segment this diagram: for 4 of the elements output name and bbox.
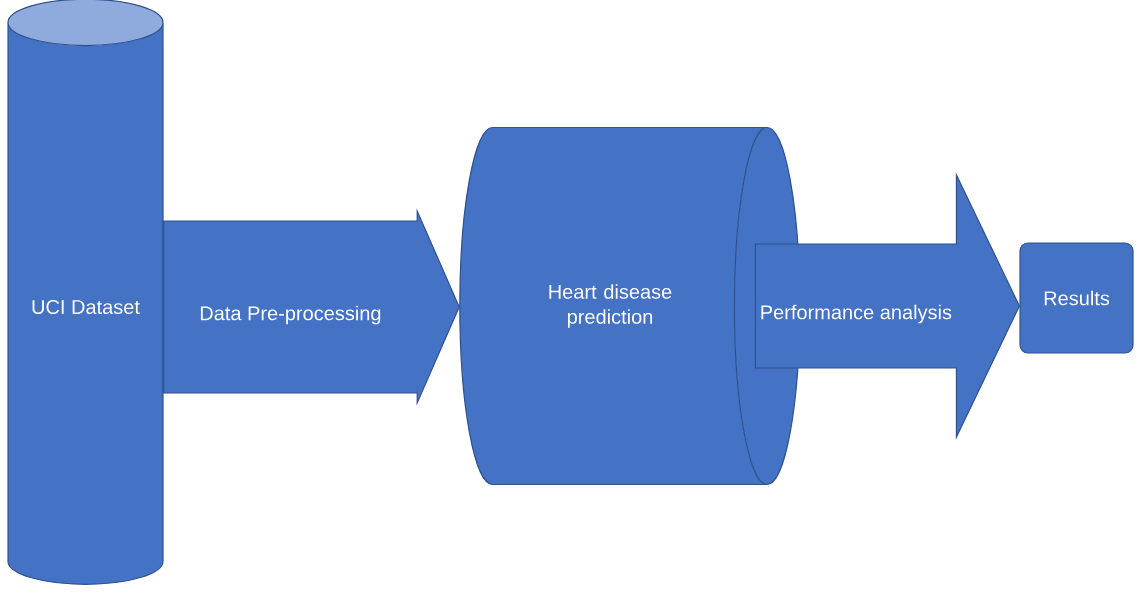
edge-label: Data Pre-processing xyxy=(197,303,384,327)
block-arrow xyxy=(163,208,460,406)
result-box: Results xyxy=(1019,242,1134,354)
database-cylinder: UCI Dataset xyxy=(7,0,164,585)
